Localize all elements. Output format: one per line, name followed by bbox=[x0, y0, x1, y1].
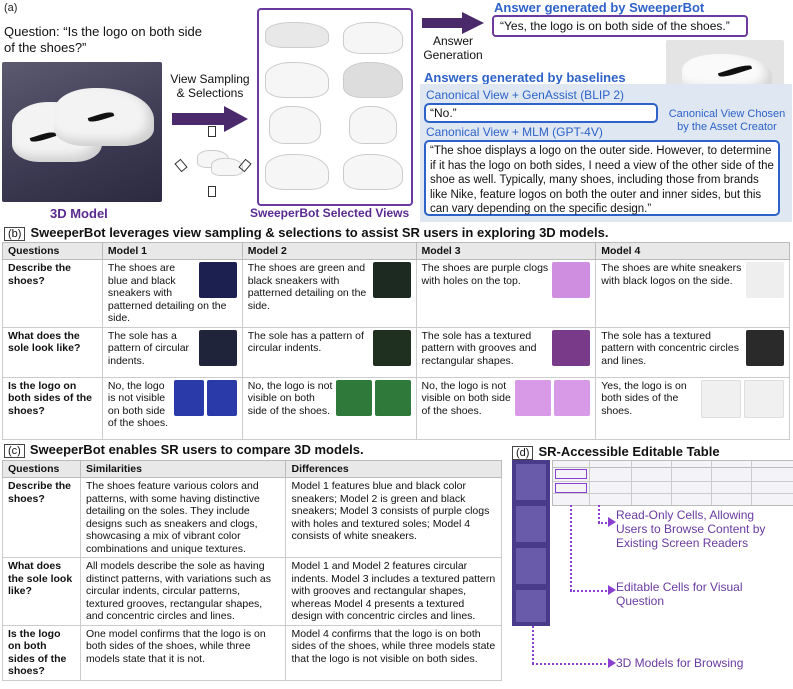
model-caption: 3D Model bbox=[50, 206, 108, 221]
col-header: Questions bbox=[2, 242, 103, 260]
table-row: What does the sole look like? The sole h… bbox=[2, 326, 790, 378]
question-cell: What does the sole look like? bbox=[2, 557, 81, 626]
panel-b-label: (b) bbox=[4, 227, 26, 241]
sweeperbot-answer-header: Answer generated by SweeperBot bbox=[494, 0, 705, 15]
answer-cell: Yes, the logo is on both sides of the sh… bbox=[595, 376, 790, 440]
3d-model-image bbox=[2, 62, 162, 202]
baseline1-answer: “No.” bbox=[424, 103, 658, 123]
baseline2-answer: “The shoe displays a logo on the outer s… bbox=[424, 140, 780, 216]
panel-b-title: SweeperBot leverages view sampling & sel… bbox=[30, 225, 609, 240]
model-thumbnail bbox=[552, 262, 591, 298]
col-header: Similarities bbox=[79, 460, 287, 478]
model-thumbnail bbox=[206, 379, 237, 416]
camera-icon bbox=[208, 186, 216, 197]
arrow-right-icon bbox=[608, 585, 616, 595]
differences-cell: Model 4 confirms that the logo is on bot… bbox=[285, 624, 502, 681]
col-header: Model 2 bbox=[241, 242, 417, 260]
model-thumbnail bbox=[198, 262, 237, 298]
sampled-views bbox=[174, 120, 253, 200]
col-header: Model 3 bbox=[415, 242, 597, 260]
panel-c-table: Questions Similarities Differences Descr… bbox=[2, 460, 502, 681]
model-thumbnail bbox=[701, 379, 741, 418]
col-header: Differences bbox=[285, 460, 502, 478]
similarities-cell: One model confirms that the logo is on b… bbox=[79, 624, 287, 681]
answer-cell: The shoes are purple clogs with holes on… bbox=[415, 259, 597, 328]
panel-b-title-row: (b) SweeperBot leverages view sampling & … bbox=[4, 224, 784, 242]
answer-cell: The sole has a textured pattern with gro… bbox=[415, 326, 597, 378]
editable-cell[interactable] bbox=[555, 469, 587, 479]
model-thumbnail bbox=[372, 262, 411, 298]
view-sampling-label: View Sampling & Selections bbox=[170, 72, 250, 100]
model-thumbnail bbox=[554, 379, 591, 416]
model-thumbnail bbox=[744, 379, 784, 418]
answer-cell: The shoes are white sneakers with black … bbox=[595, 259, 790, 328]
selected-caption: SweeperBot Selected Views bbox=[250, 206, 410, 220]
editable-cell[interactable] bbox=[555, 483, 587, 493]
canonical-caption: Canonical View Chosen by the Asset Creat… bbox=[668, 108, 786, 133]
panel-c-title-row: (c) SweeperBot enables SR users to compar… bbox=[4, 441, 504, 459]
answer-cell: No, the logo is not visible on both side… bbox=[241, 376, 417, 440]
sweeperbot-answer: “Yes, the logo is on both side of the sh… bbox=[492, 15, 748, 37]
table-row: Describe the shoes? The shoes feature va… bbox=[2, 477, 502, 558]
arrow-right-icon bbox=[172, 106, 248, 132]
model-thumbnail bbox=[552, 329, 591, 366]
answer-cell: No, the logo is not visible on both side… bbox=[415, 376, 597, 440]
question-cell: Is the logo on both sides of the shoes? bbox=[2, 376, 103, 440]
selected-views-box bbox=[257, 8, 413, 206]
model-browser-strip[interactable] bbox=[512, 460, 550, 626]
question-cell: Describe the shoes? bbox=[2, 259, 103, 328]
panel-c-title: SweeperBot enables SR users to compare 3… bbox=[29, 442, 364, 457]
differences-cell: Model 1 and Model 2 features circular in… bbox=[285, 557, 502, 626]
similarities-cell: All models describe the sole as having d… bbox=[79, 557, 287, 626]
table-row: Describe the shoes? The shoes are blue a… bbox=[2, 259, 790, 328]
model-thumbnail bbox=[173, 379, 204, 416]
baselines-header: Answers generated by baselines bbox=[424, 70, 626, 85]
differences-cell: Model 1 features blue and black color sn… bbox=[285, 477, 502, 558]
question-text: Question: “Is the logo on both side of t… bbox=[4, 24, 203, 55]
baseline2-label: Canonical View + MLM (GPT-4V) bbox=[426, 125, 603, 139]
answer-cell: The sole has a pattern of circular inden… bbox=[241, 326, 417, 378]
model-thumbnail bbox=[335, 379, 372, 416]
editable-table-preview bbox=[552, 460, 793, 506]
col-header: Model 1 bbox=[101, 242, 243, 260]
note-read-only-cells: Read-Only Cells, Allowing Users to Brows… bbox=[616, 508, 766, 550]
answer-generation-label: Answer Generation bbox=[423, 34, 483, 62]
answer-cell: The shoes are green and black sneakers w… bbox=[241, 259, 417, 328]
panel-d-label: (d) bbox=[512, 446, 534, 460]
note-editable-cells: Editable Cells for Visual Question bbox=[616, 580, 743, 608]
col-header: Questions bbox=[2, 460, 81, 478]
table-row: Is the logo on both sides of the shoes? … bbox=[2, 376, 790, 440]
panel-a-label: (a) bbox=[4, 2, 18, 14]
model-thumbnail bbox=[374, 379, 411, 416]
camera-icon bbox=[174, 158, 188, 173]
model-thumbnail bbox=[198, 329, 237, 366]
col-header: Model 4 bbox=[595, 242, 790, 260]
arrow-right-icon bbox=[422, 12, 484, 34]
question-cell: Is the logo on both sides of the shoes? bbox=[2, 624, 81, 681]
panel-b-table: Questions Model 1 Model 2 Model 3 Model … bbox=[2, 242, 790, 440]
arrow-right-icon bbox=[608, 517, 616, 527]
similarities-cell: The shoes feature various colors and pat… bbox=[79, 477, 287, 558]
table-row: What does the sole look like? All models… bbox=[2, 557, 502, 626]
panel-c-label: (c) bbox=[4, 444, 25, 458]
answer-cell: No, the logo is not visible on both side… bbox=[101, 376, 243, 440]
model-thumbnail bbox=[746, 262, 784, 298]
answer-cell: The sole has a textured pattern with con… bbox=[595, 326, 790, 378]
answer-cell: The sole has a pattern of circular inden… bbox=[101, 326, 243, 378]
table-row: Is the logo on both sides of the shoes? … bbox=[2, 624, 502, 681]
model-thumbnail bbox=[372, 329, 411, 366]
baseline1-label: Canonical View + GenAssist (BLIP 2) bbox=[426, 88, 624, 102]
panel-d-title-row: (d) SR-Accessible Editable Table bbox=[512, 443, 792, 461]
model-thumbnail bbox=[515, 379, 552, 416]
note-3d-models: 3D Models for Browsing bbox=[616, 656, 744, 670]
camera-icon bbox=[208, 126, 216, 137]
model-thumbnail bbox=[746, 329, 784, 366]
question-cell: What does the sole look like? bbox=[2, 326, 103, 378]
panel-d-title: SR-Accessible Editable Table bbox=[538, 444, 720, 459]
question-cell: Describe the shoes? bbox=[2, 477, 81, 558]
answer-cell: The shoes are blue and black sneakers wi… bbox=[101, 259, 243, 328]
arrow-right-icon bbox=[608, 658, 616, 668]
